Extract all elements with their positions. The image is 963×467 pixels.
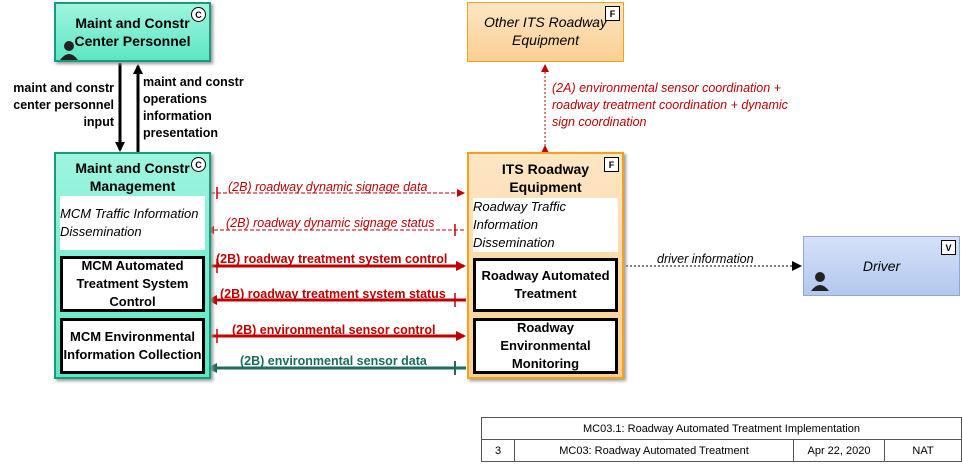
driver-terminator[interactable]: Driver V [803, 236, 960, 296]
driver-info-label: driver information [657, 252, 754, 266]
mc-personnel-title: Maint and Constr Center Personnel [74, 15, 191, 49]
personnel-input-label: maint and constr center personnel input [2, 80, 114, 131]
title-block: MC03.1: Roadway Automated Treatment Impl… [481, 417, 962, 462]
title-block-table: MC03.1: Roadway Automated Treatment Impl… [481, 417, 962, 462]
roadway-traffic-info-object[interactable]: Roadway Traffic Information Disseminatio… [473, 198, 618, 252]
center-class-badge: C [191, 157, 206, 172]
personnel-input-text: maint and constr center personnel input [13, 81, 114, 129]
mcm-traffic-info-object[interactable]: MCM Traffic Information Dissemination [60, 196, 205, 250]
env-data-label: (2B) environmental sensor data [240, 354, 427, 368]
other-its-title: Other ITS Roadway Equipment [484, 14, 607, 48]
field-class-badge: F [605, 6, 620, 21]
title-block-num: 3 [481, 439, 515, 462]
vehicle-class-badge: V [941, 240, 956, 255]
ops-info-label: maint and constr operations information … [143, 74, 253, 142]
roadway-env-monitoring-object[interactable]: Roadway Environmental Monitoring [473, 318, 618, 374]
env-control-label: (2B) environmental sensor control [232, 323, 436, 337]
signage-status-label: (2B) roadway dynamic signage status [226, 216, 435, 230]
coord-text: (2A) environmental sensor coordination +… [552, 81, 788, 129]
its-title: ITS Roadway Equipment [501, 161, 590, 195]
signage-data-label: (2B) roadway dynamic signage data [228, 180, 428, 194]
its-roadway-subsystem[interactable]: ITS Roadway Equipment F Roadway Traffic … [467, 152, 624, 379]
title-block-date: Apr 22, 2020 [793, 439, 885, 462]
person-icon [60, 41, 78, 60]
field-class-badge: F [604, 157, 619, 172]
title-block-scope: NAT [884, 439, 962, 462]
treat-control-label: (2B) roadway treatment system control [216, 252, 448, 266]
ops-info-text: maint and constr operations information … [143, 75, 244, 140]
mc-personnel-terminator[interactable]: Maint and Constr Center Personnel C [54, 2, 211, 62]
mcm-title: Maint and Constr Management [75, 160, 190, 194]
title-block-header: MC03.1: Roadway Automated Treatment Impl… [481, 417, 962, 440]
driver-title: Driver [862, 258, 901, 274]
title-block-package: MC03: Roadway Automated Treatment [514, 439, 794, 462]
roadway-automated-treatment-object[interactable]: Roadway Automated Treatment [473, 258, 618, 312]
treat-status-label: (2B) roadway treatment system status [220, 287, 446, 301]
mcm-ats-object[interactable]: MCM Automated Treatment System Control [60, 256, 205, 312]
center-class-badge: C [191, 7, 206, 22]
person-icon [811, 272, 829, 291]
mcm-env-object[interactable]: MCM Environmental Information Collection [60, 318, 205, 374]
coord-label: (2A) environmental sensor coordination +… [552, 80, 814, 131]
other-its-equipment[interactable]: Other ITS Roadway Equipment F [467, 2, 624, 62]
mcm-subsystem[interactable]: Maint and Constr Management C MCM Traffi… [54, 152, 211, 379]
